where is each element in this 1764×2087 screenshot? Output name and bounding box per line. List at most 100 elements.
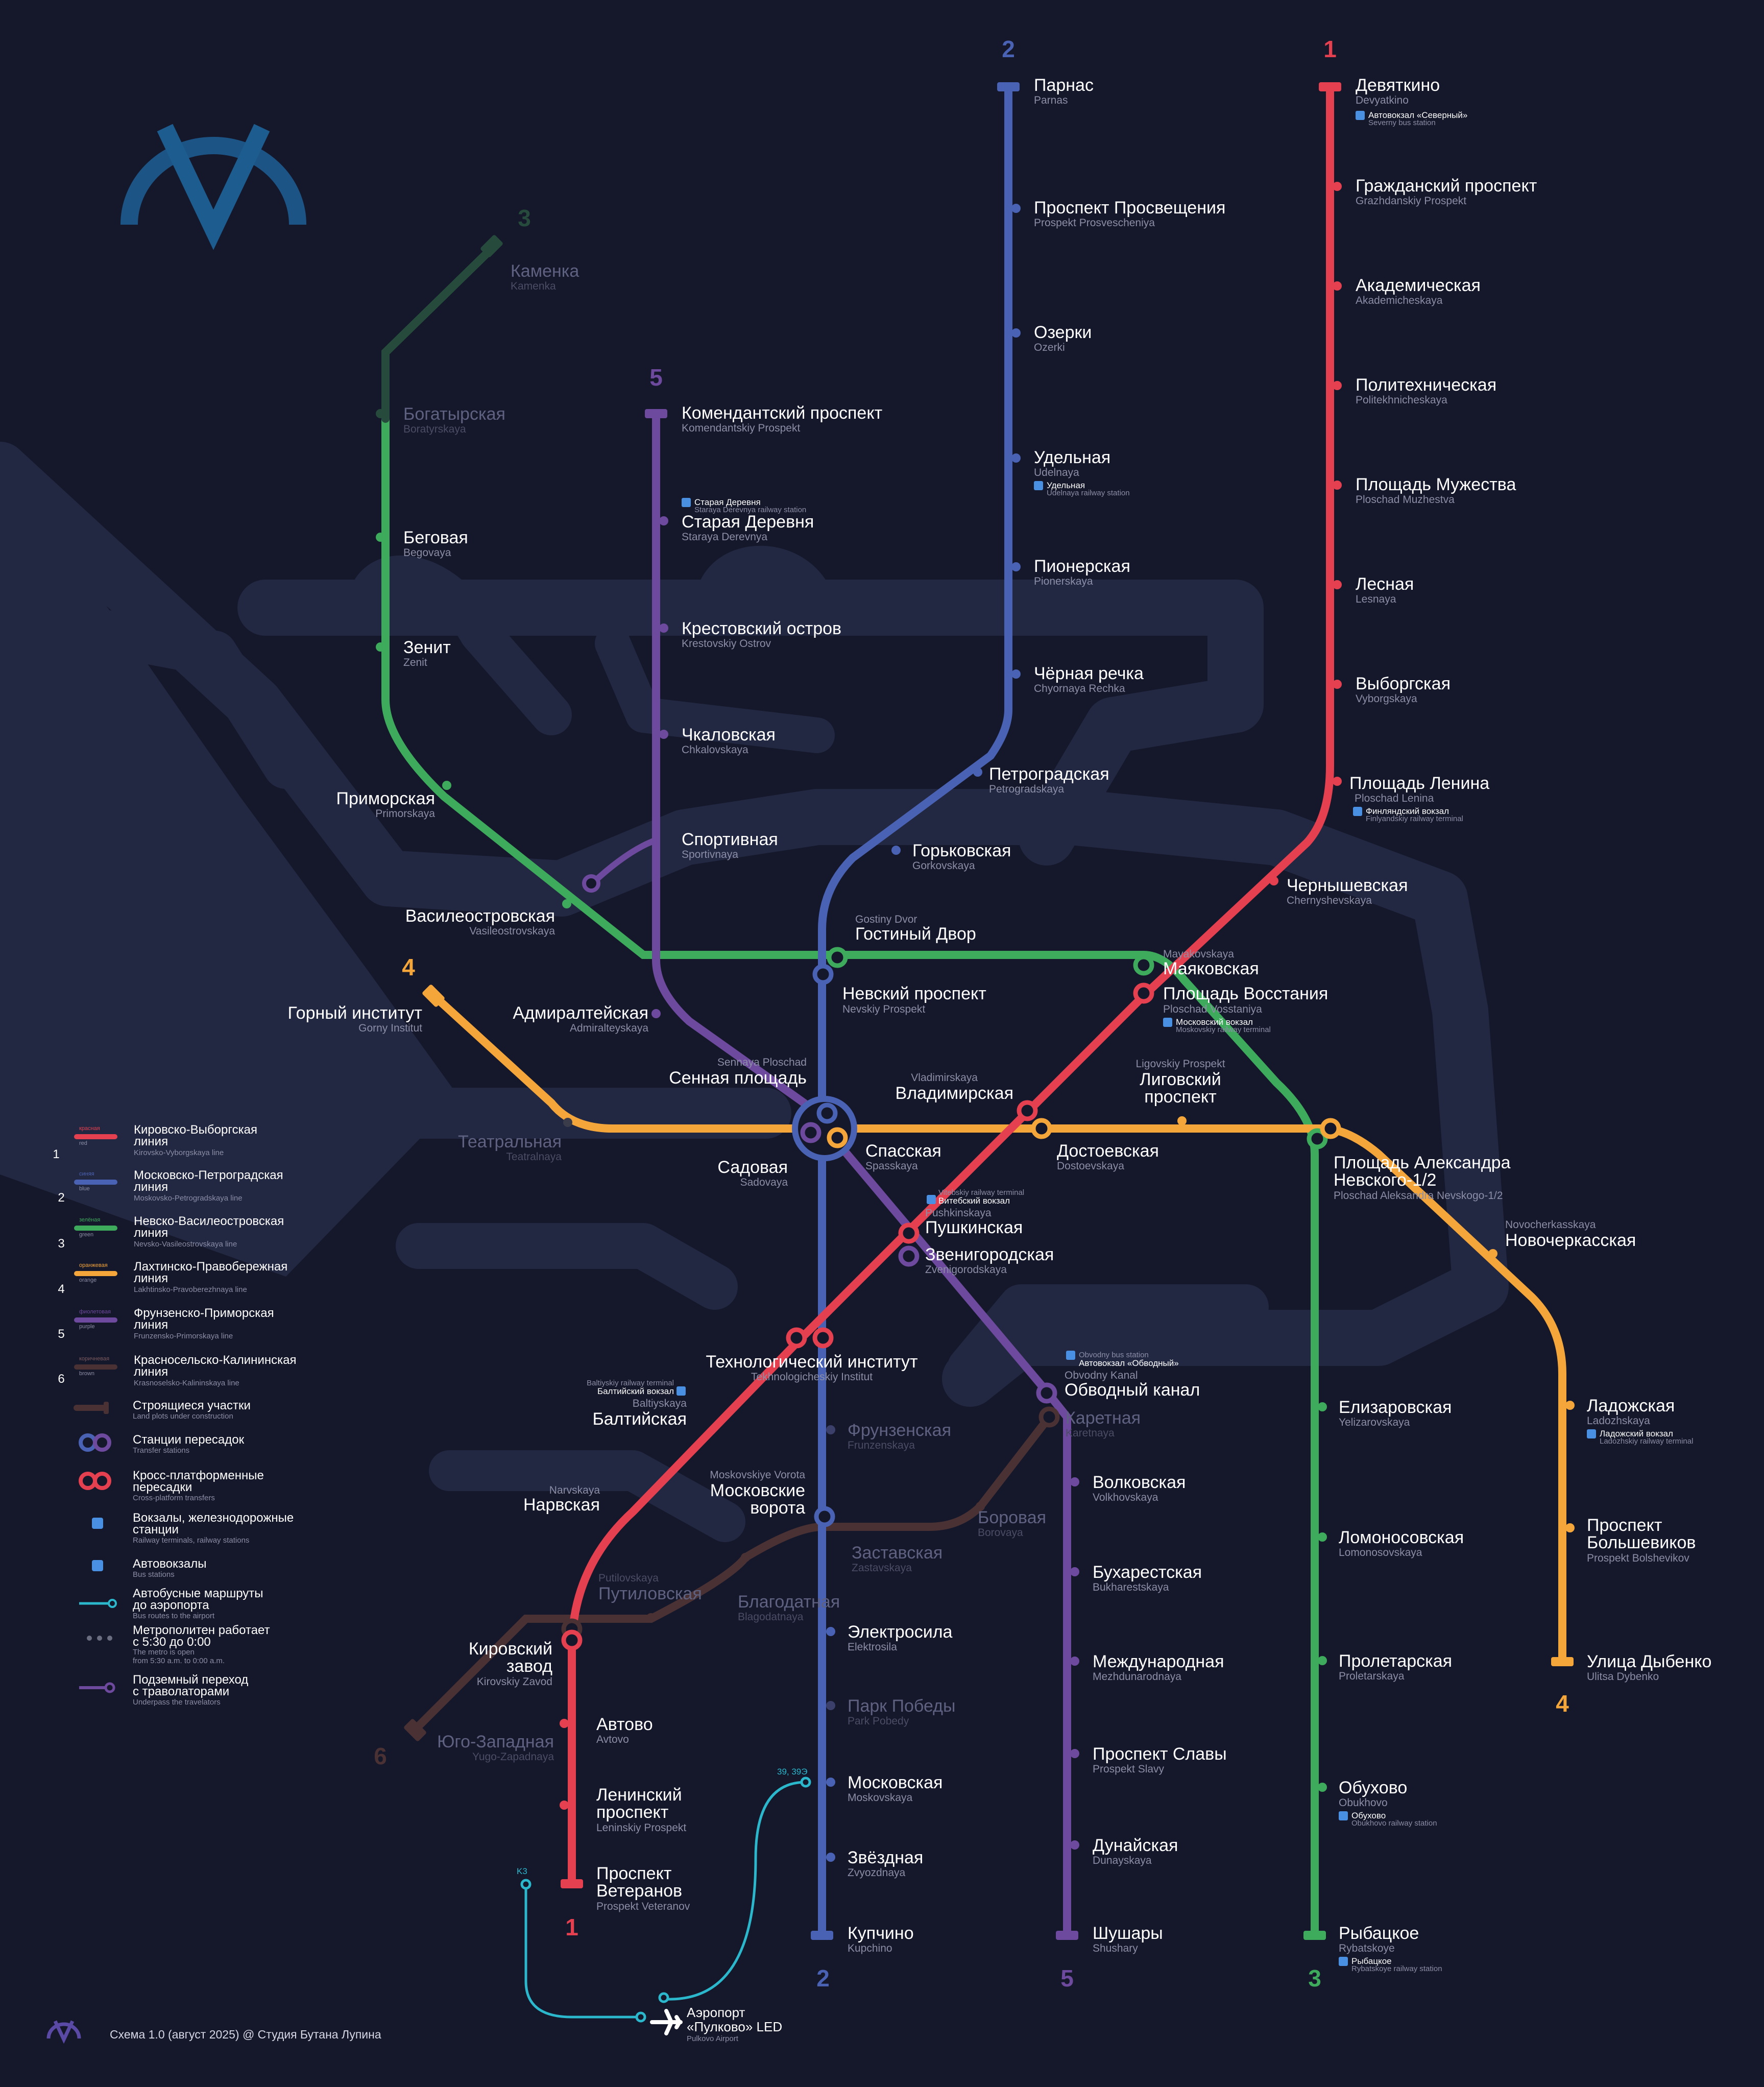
station-nevskogo-1[interactable]: Площадь Александра: [1334, 1153, 1511, 1172]
transfer-karetnaya[interactable]: [1038, 1406, 1060, 1428]
station-grazhdansky[interactable]: Гражданский проспект: [1356, 176, 1537, 196]
station-veteranov-2[interactable]: Ветеранов: [596, 1881, 682, 1901]
station-leninsky-1[interactable]: Ленинский: [596, 1785, 682, 1805]
station-chyornaya[interactable]: Чёрная речка: [1034, 664, 1144, 683]
transfer-obvodny[interactable]: [1036, 1382, 1057, 1404]
station-veteranov-1[interactable]: Проспект: [596, 1864, 671, 1883]
station-bolshevikov-1[interactable]: Проспект: [1587, 1516, 1662, 1535]
station-obukhovo[interactable]: Обухово: [1339, 1778, 1407, 1797]
station-park-pobedy[interactable]: Парк Победы: [848, 1696, 955, 1716]
station-bolshevikov-2[interactable]: Большевиков: [1587, 1533, 1696, 1552]
station-slavy[interactable]: Проспект Славы: [1093, 1744, 1227, 1764]
station-pushkinskaya[interactable]: Пушкинская: [925, 1218, 1023, 1237]
station-yugo-zapadnaya[interactable]: Юго-Западная: [437, 1732, 554, 1752]
station-vyborgskaya[interactable]: Выборгская: [1356, 674, 1451, 693]
transfer-pushkinskaya[interactable]: [898, 1222, 920, 1244]
station-vosstaniya[interactable]: Площадь Восстания: [1163, 984, 1328, 1003]
transfer-tekhnolog-a[interactable]: [786, 1327, 807, 1349]
station-avtovo[interactable]: Автово: [596, 1715, 653, 1734]
station-rybatskoye[interactable]: Рыбацкое: [1339, 1924, 1419, 1943]
transfer-sennaya-b[interactable]: [800, 1122, 821, 1143]
transfer-kirovsky-b[interactable]: [561, 1629, 583, 1651]
station-udelnaya[interactable]: Удельная: [1034, 448, 1110, 467]
station-dybenko[interactable]: Улица Дыбенко: [1587, 1652, 1711, 1671]
station-nevsky[interactable]: Невский проспект: [842, 984, 986, 1003]
station-shushary[interactable]: Шушары: [1093, 1924, 1163, 1943]
station-dunayskaya[interactable]: Дунайская: [1093, 1836, 1178, 1855]
airport-bus-stop-c[interactable]: [658, 1992, 669, 2003]
station-krestovsky[interactable]: Крестовский остров: [682, 619, 841, 638]
station-komendantsky[interactable]: Комендантский проспект: [682, 403, 882, 423]
station-spasskaya[interactable]: Спасская: [865, 1141, 941, 1161]
station-yelizarovskaya[interactable]: Елизаровская: [1339, 1398, 1452, 1417]
transfer-gostiny-nevsky-a[interactable]: [827, 947, 848, 968]
station-kirovsky-1[interactable]: Кировский: [469, 1639, 552, 1659]
airport[interactable]: Аэропорт «Пулково» LED Pulkovo Airport: [650, 2005, 782, 2043]
airport-bus-stop-d[interactable]: [635, 2011, 646, 2023]
station-borovaya[interactable]: Боровая: [978, 1508, 1046, 1527]
station-ligovsky-1[interactable]: Лиговский: [1140, 1070, 1221, 1089]
station-lesnaya[interactable]: Лесная: [1356, 574, 1414, 594]
transfer-vosstaniya[interactable]: [1133, 982, 1154, 1004]
station-kupchino[interactable]: Купчино: [848, 1924, 914, 1943]
station-sportivnaya[interactable]: Спортивная: [682, 830, 778, 849]
station-admiralteyskaya[interactable]: Адмиралтейская: [513, 1003, 648, 1023]
station-begovaya[interactable]: Беговая: [403, 528, 468, 547]
station-gorny[interactable]: Горный институт: [288, 1003, 422, 1023]
station-volkovskaya[interactable]: Волковская: [1093, 1473, 1186, 1492]
station-zvyozdnaya[interactable]: Звёздная: [848, 1848, 923, 1867]
station-putilovskaya[interactable]: Путиловская: [598, 1584, 702, 1603]
station-moskovskie-1[interactable]: Московские: [710, 1481, 805, 1500]
station-zvenigorodskaya[interactable]: Звенигородская: [925, 1245, 1054, 1264]
station-elektrosila[interactable]: Электросила: [848, 1622, 953, 1642]
station-politekh[interactable]: Политехническая: [1356, 375, 1496, 395]
station-bogatyrskaya[interactable]: Богатырская: [403, 404, 505, 424]
station-pionerskaya[interactable]: Пионерская: [1034, 557, 1130, 576]
station-gorkovskaya[interactable]: Горьковская: [912, 841, 1011, 860]
station-sennaya[interactable]: Сенная площадь: [669, 1068, 807, 1088]
station-chkalovskaya[interactable]: Чкаловская: [682, 725, 776, 745]
station-primorskaya[interactable]: Приморская: [336, 789, 435, 808]
station-vladimirskaya[interactable]: Владимирская: [896, 1084, 1013, 1103]
airport-bus-stop-a[interactable]: [800, 1777, 811, 1788]
station-muzhestva[interactable]: Площадь Мужества: [1356, 475, 1516, 494]
station-chernyshevskaya[interactable]: Чернышевская: [1287, 876, 1408, 895]
station-frunzenskaya[interactable]: Фрунзенская: [848, 1421, 951, 1440]
station-ligovsky-2[interactable]: проспект: [1144, 1087, 1216, 1107]
station-teatralnaya[interactable]: Театральная: [458, 1132, 562, 1152]
station-zenit[interactable]: Зенит: [403, 638, 451, 657]
station-novocherkasskaya[interactable]: Новочеркасская: [1505, 1231, 1636, 1250]
station-lomonosovskaya[interactable]: Ломоносовская: [1339, 1528, 1464, 1547]
station-gostiny[interactable]: Гостиный Двор: [855, 924, 976, 944]
station-vasileostrovskaya[interactable]: Василеостровская: [405, 906, 555, 926]
station-mayakovskaya[interactable]: Маяковская: [1163, 959, 1259, 978]
transfer-vladimirskaya[interactable]: [1017, 1100, 1038, 1121]
airport-bus-stop-b[interactable]: [520, 1879, 531, 1890]
station-kirovsky-2[interactable]: завод: [506, 1657, 552, 1676]
station-baltiyskaya[interactable]: Балтийская: [592, 1409, 687, 1429]
transfer-nevskogo-b[interactable]: [1320, 1118, 1341, 1139]
station-mezhdunarodnaya[interactable]: Международная: [1093, 1652, 1224, 1671]
station-blagodatnaya[interactable]: Благодатная: [738, 1592, 840, 1612]
station-staraya[interactable]: Старая Деревня: [682, 512, 814, 532]
station-ozerki[interactable]: Озерки: [1034, 323, 1092, 342]
station-petrogradskaya[interactable]: Петроградская: [989, 764, 1109, 784]
station-karetnaya[interactable]: Каретная: [1066, 1408, 1141, 1428]
station-sadovaya[interactable]: Садовая: [717, 1158, 788, 1177]
transfer-sennaya-a[interactable]: [816, 1102, 838, 1124]
station-kamenka[interactable]: Каменка: [511, 261, 579, 281]
transfer-moskovskie-vorota[interactable]: [814, 1506, 835, 1527]
transfer-nevskogo-a[interactable]: [1307, 1128, 1328, 1149]
station-devyatkino[interactable]: Девяткино: [1356, 76, 1440, 95]
station-moskovskaya[interactable]: Московская: [848, 1773, 943, 1792]
station-moskovskie-2[interactable]: ворота: [750, 1498, 805, 1518]
station-dostoevskaya[interactable]: Достоевская: [1057, 1141, 1159, 1161]
transfer-gostiny-nevsky-b[interactable]: [812, 964, 834, 985]
transfer-zvenigorodskaya[interactable]: [898, 1245, 920, 1267]
transfer-sennaya-c[interactable]: [827, 1127, 848, 1148]
station-nevskogo-2[interactable]: Невского-1/2: [1334, 1170, 1436, 1190]
station-narvskaya[interactable]: Нарвская: [523, 1495, 600, 1515]
transfer-mayakovskaya[interactable]: [1133, 954, 1154, 976]
station-ladozhskaya[interactable]: Ладожская: [1587, 1396, 1675, 1416]
station-leninsky-2[interactable]: проспект: [596, 1803, 668, 1822]
